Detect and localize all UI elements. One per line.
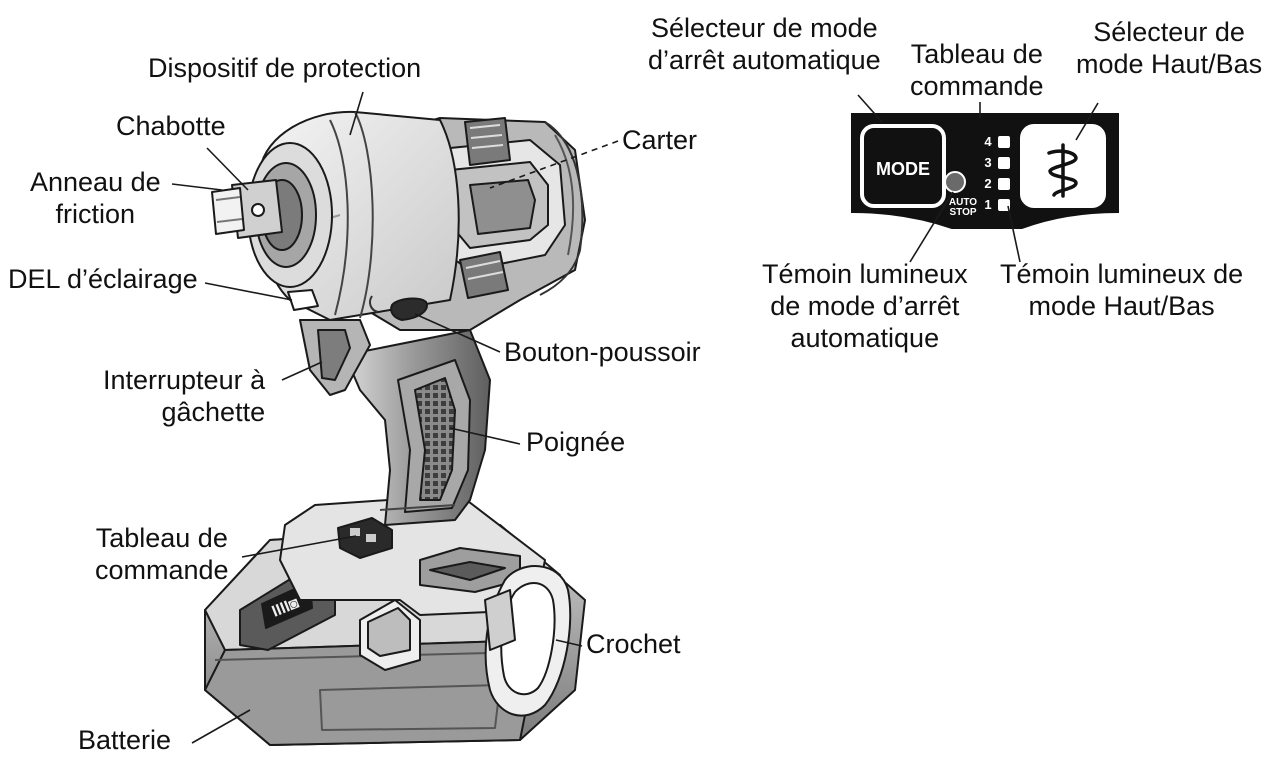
label-interrupteur-gachette: Interrupteur à gâchette bbox=[103, 365, 266, 427]
impact-wrench-illustration: IIII◙ bbox=[204, 110, 586, 746]
label-anneau-friction: Anneau de friction bbox=[30, 167, 161, 229]
label-selecteur-haut-bas: Sélecteur de mode Haut/Bas bbox=[1076, 17, 1263, 79]
level-lamp bbox=[998, 136, 1010, 148]
leader-temoin-arret bbox=[909, 191, 954, 263]
leader-dispositif bbox=[349, 91, 364, 136]
front-head bbox=[247, 110, 460, 321]
mode-button bbox=[860, 124, 946, 208]
level-number: 1 bbox=[984, 197, 991, 212]
level-lamp bbox=[998, 157, 1010, 169]
label-batterie: Batterie bbox=[78, 725, 172, 755]
level-number: 4 bbox=[984, 134, 992, 149]
level-number: 3 bbox=[984, 155, 991, 170]
trigger bbox=[299, 319, 371, 396]
leader-carter bbox=[489, 140, 619, 189]
leader-tableau-outil bbox=[241, 535, 357, 558]
label-dispositif-protection: Dispositif de protection bbox=[148, 53, 422, 83]
leader-poignee bbox=[449, 427, 521, 445]
label-carter: Carter bbox=[622, 125, 698, 155]
label-del-eclairage: DEL d’éclairage bbox=[8, 264, 198, 294]
level-lamp bbox=[998, 178, 1010, 190]
leader-anneau bbox=[171, 183, 223, 191]
level-lamp bbox=[998, 199, 1010, 211]
label-crochet: Crochet bbox=[586, 629, 681, 659]
belt-hook bbox=[484, 565, 572, 717]
label-chabotte: Chabotte bbox=[116, 111, 226, 141]
leader-chabotte bbox=[206, 147, 249, 191]
leader-bouton bbox=[414, 313, 501, 353]
leader-lines bbox=[171, 91, 619, 744]
label-bouton-poussoir: Bouton-poussoir bbox=[504, 337, 701, 367]
label-selecteur-arret-auto: Sélecteur de mode d’arrêt automatique bbox=[648, 13, 881, 75]
level-indicators: 4 3 2 1 bbox=[984, 134, 1010, 212]
label-tableau-commande-outil: Tableau de commande bbox=[95, 523, 229, 585]
label-temoin-arret-auto: Témoin lumineux de mode d’arrêt automati… bbox=[762, 259, 968, 353]
leader-temoin-haut-bas bbox=[1007, 205, 1021, 263]
screw-icon bbox=[1047, 143, 1078, 198]
handle bbox=[344, 329, 491, 526]
auto-stop-lamp bbox=[944, 171, 966, 193]
leader-selecteur-haut-bas bbox=[1075, 102, 1099, 141]
level-number: 2 bbox=[984, 176, 991, 191]
anvil bbox=[211, 179, 283, 239]
leader-selecteur-arret bbox=[857, 94, 883, 123]
label-tableau-commande-panneau: Tableau de commande bbox=[910, 39, 1044, 101]
tool-base bbox=[279, 494, 546, 616]
panel-leader-lines bbox=[857, 94, 1099, 263]
mode-button-label: MODE bbox=[876, 159, 930, 179]
label-poignee: Poignée bbox=[526, 427, 626, 457]
leader-interrupteur bbox=[281, 361, 323, 381]
leader-crochet bbox=[555, 639, 583, 647]
label-temoin-haut-bas: Témoin lumineux de mode Haut/Bas bbox=[1000, 259, 1244, 321]
leader-batterie bbox=[191, 709, 251, 744]
leader-del bbox=[204, 282, 293, 301]
